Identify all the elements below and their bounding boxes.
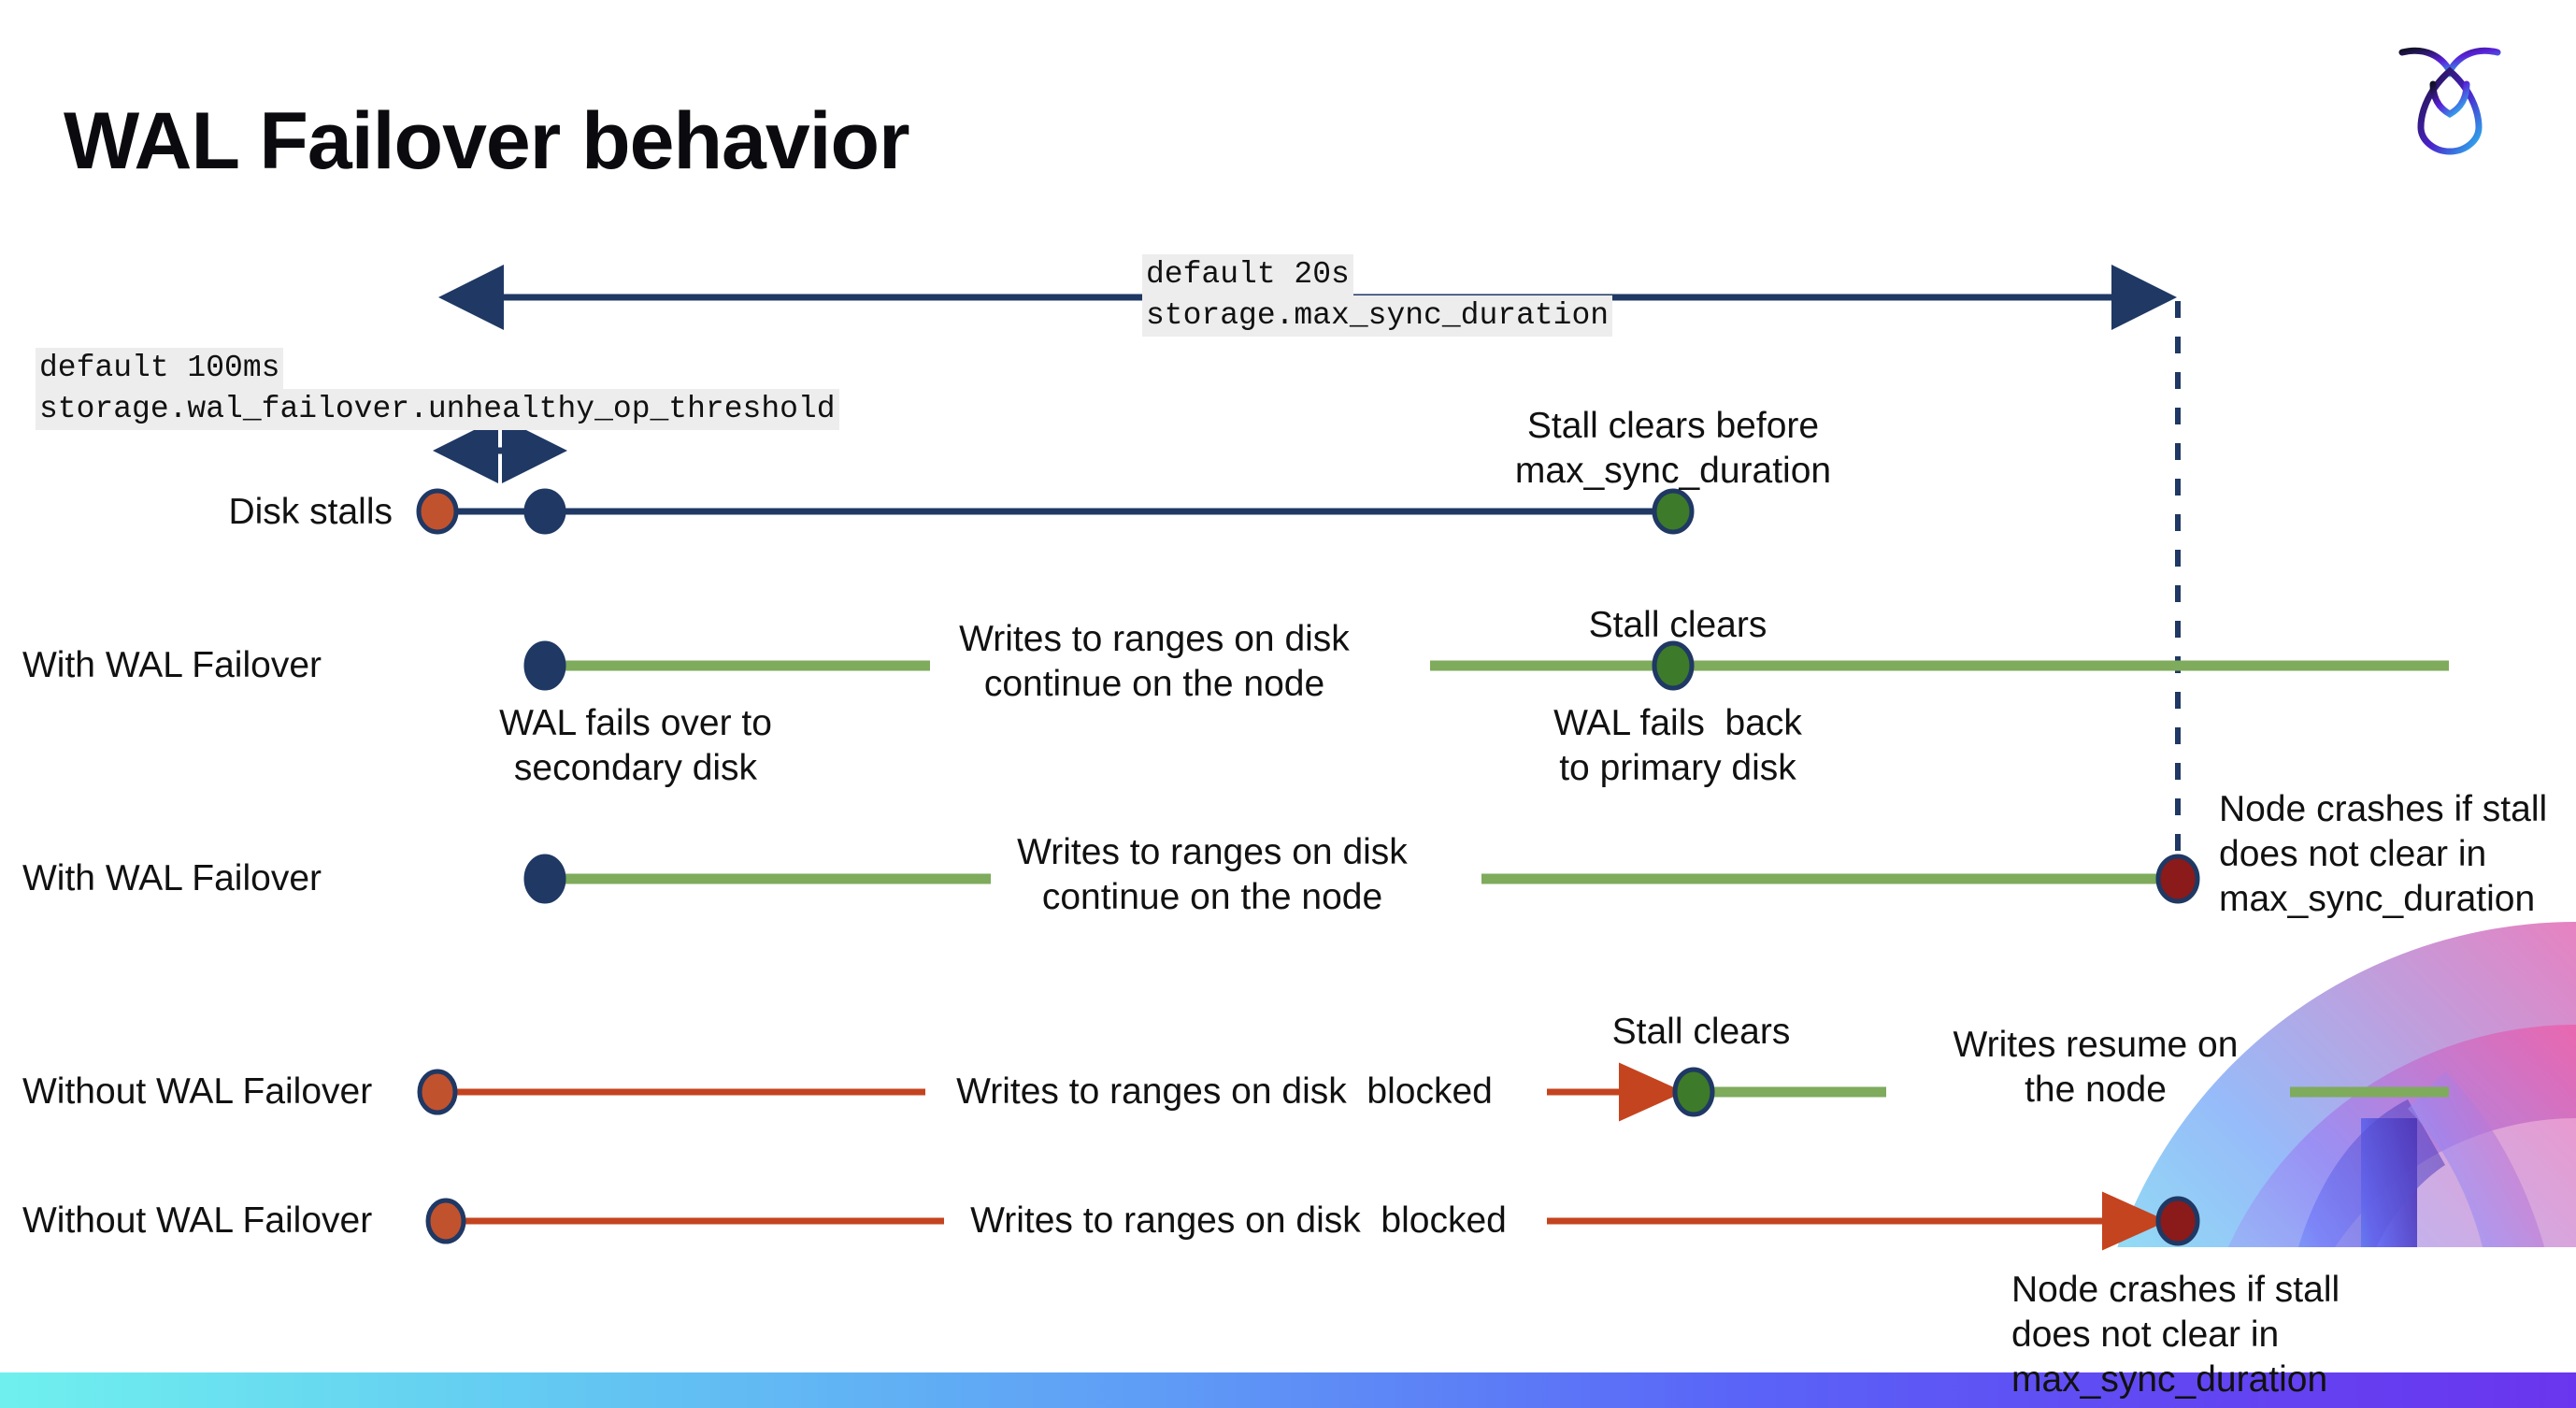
note-writes-blocked-1: Writes to ranges on disk blocked [956,1071,1493,1112]
row-label-without-wal-failover-2: Without WAL Failover [22,1200,373,1241]
timeline-disk-stalls [416,488,1695,535]
note-wal-fails-back: WAL fails back to primary disk [1553,703,1802,788]
note-node-crashes-1: Node crashes if stall does not clear in … [2219,789,2548,919]
row-label-with-wal-failover-2: With WAL Failover [22,858,322,898]
cockroachdb-logo [2389,30,2511,161]
note-writes-continue-2: Writes to ranges on disk continue on the… [1017,832,1408,917]
page-title: WAL Failover behavior [64,95,910,186]
note-stall-clears-row4: Stall clears [1611,1012,1791,1052]
timeline-with-wal-failover-crash [523,854,2200,904]
note-node-crashes-2: Node crashes if stall does not clear in … [2011,1270,2340,1400]
note-wal-fails-over: WAL fails over to secondary disk [499,703,772,788]
row-label-disk-stalls: Disk stalls [228,492,393,532]
note-stall-clears-row2: Stall clears [1588,605,1767,645]
note-writes-resume: Writes resume on the node [1953,1025,2239,1110]
timeline-without-wal-failover-crash [425,1191,2200,1251]
row-label-without-wal-failover-1: Without WAL Failover [22,1071,373,1112]
row-label-with-wal-failover-1: With WAL Failover [22,645,322,685]
note-stall-clears-before: Stall clears before max_sync_duration [1514,406,1832,491]
unhealthy-op-threshold-setting-label: storage.wal_failover.unhealthy_op_thresh… [36,389,839,430]
bottom-gradient-band [0,1372,2576,1408]
max-sync-duration-default-label: default 20s [1142,254,1353,295]
note-writes-continue-1: Writes to ranges on disk continue on the… [959,619,1350,704]
timeline-with-wal-failover-clears [523,640,2449,691]
unhealthy-op-threshold-default-label: default 100ms [36,348,284,389]
timeline-without-wal-failover-clears [417,1062,2449,1122]
max-sync-duration-setting-label: storage.max_sync_duration [1142,295,1613,337]
note-writes-blocked-2: Writes to ranges on disk blocked [970,1200,1507,1241]
